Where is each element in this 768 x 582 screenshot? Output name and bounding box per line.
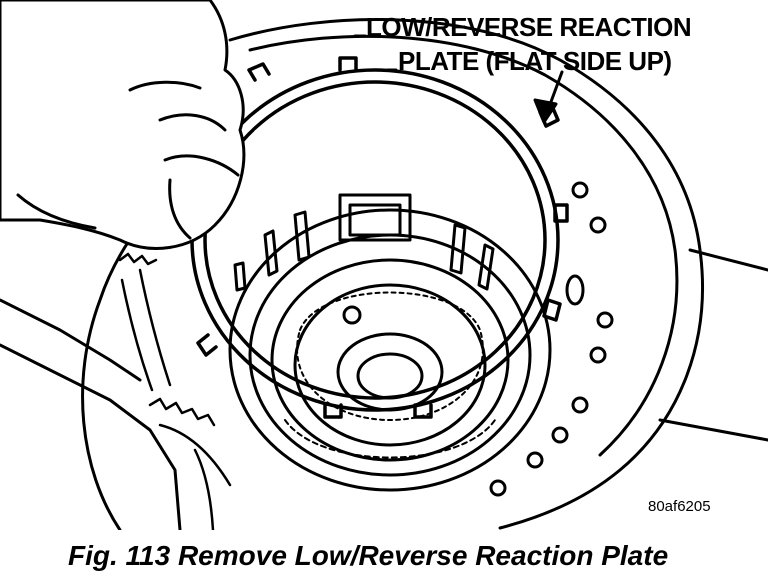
reaction-plate-ring — [190, 56, 569, 419]
figure-caption: Fig. 113 Remove Low/Reverse Reaction Pla… — [68, 540, 669, 571]
left-gear — [118, 252, 232, 530]
clutch-pack — [228, 193, 552, 492]
transmission-illustration — [0, 0, 768, 530]
transmission-case — [0, 18, 768, 530]
image-code: 80af6205 — [648, 498, 711, 515]
callout-label-line1: LOW/REVERSE REACTION — [366, 12, 692, 42]
hand — [0, 0, 246, 250]
callout-arrow — [353, 34, 564, 124]
callout-label-line2: PLATE (FLAT SIDE UP) — [398, 46, 672, 76]
